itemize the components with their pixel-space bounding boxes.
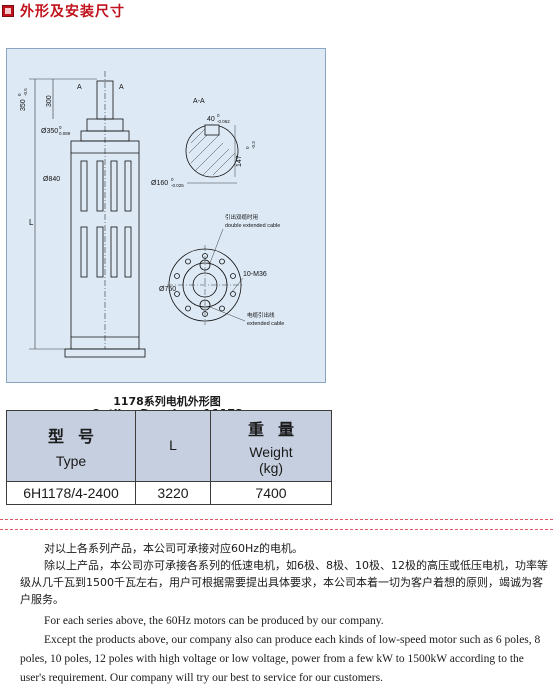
- description-en-2: Except the products above, our company a…: [20, 634, 541, 684]
- dia-160-tol-top: 0: [171, 177, 174, 182]
- dim-147-label: 147: [236, 155, 243, 167]
- leader-double-cable: [209, 228, 224, 264]
- cooling-rib: [110, 226, 118, 278]
- cooling-rib: [124, 226, 132, 278]
- cable-single-cn-label: 电缆引出线: [247, 311, 275, 319]
- leader-bolts: [230, 277, 244, 294]
- keyway: [204, 124, 220, 136]
- bolts-label: 10-M36: [243, 271, 267, 278]
- header-weight-cn: 重量: [247, 422, 308, 439]
- key-40-tol-bottom: -0.062: [217, 119, 230, 124]
- dim-147-tol-bottom: -0.3: [251, 141, 256, 149]
- key-40-label: 40: [207, 116, 215, 123]
- drawing-caption-cn: 1178系列电机外形图: [113, 395, 221, 408]
- dim-350-tol-bottom: -0.5: [23, 88, 28, 96]
- dim-350-shaft-label: 350: [20, 99, 27, 111]
- dia-160-tol-bottom: -0.025: [171, 183, 184, 188]
- section-divider: [0, 519, 553, 520]
- description-cn-2: 除以上产品，本公司亦可承接各系列的低速电机，如6极、8极、10极、12极的高压或…: [20, 559, 548, 606]
- length-l-label: L: [29, 218, 34, 227]
- header-length-label: L: [169, 437, 177, 453]
- description-en-1: For each series above, the 60Hz motors c…: [44, 615, 384, 627]
- dia-160-label: Ø160: [151, 180, 168, 187]
- outline-drawing: 350 0 -0.5 300 A A Ø350 0 0.089 Ø840 L A…: [17, 71, 284, 358]
- header-type-cn: 型号: [47, 429, 108, 446]
- dia-350-tol-top: 0: [59, 125, 62, 130]
- cell-length: 3220: [135, 481, 211, 505]
- description-cn-1: 对以上各系列产品，本公司可承接对应60Hz的电机。: [44, 542, 304, 555]
- description-cn: 对以上各系列产品，本公司可承接对应60Hz的电机。 除以上产品，本公司亦可承接各…: [20, 540, 548, 608]
- header-type: 型号 Type: [6, 410, 136, 482]
- section-title: 外形及安装尺寸: [20, 4, 125, 20]
- table-row: 6H1178/4-2400 3220 7400: [6, 481, 332, 505]
- section-a-right-label: A: [119, 84, 124, 91]
- dia-350-label: Ø350: [41, 128, 58, 135]
- table-header-row: 型号 Type L 重量 Weight (kg): [6, 410, 332, 482]
- cooling-rib: [96, 160, 104, 212]
- dim-147-tol-top: 0: [245, 146, 250, 149]
- cooling-rib: [96, 226, 104, 278]
- header-weight: 重量 Weight (kg): [210, 410, 332, 482]
- leader-single-cable: [209, 306, 246, 322]
- description-en: For each series above, the 60Hz motors c…: [20, 612, 548, 688]
- motor-base: [64, 348, 146, 358]
- dim-350-tol-top: 0: [17, 93, 22, 96]
- section-a-left-label: A: [77, 84, 82, 91]
- section-aa-label: A-A: [193, 98, 205, 105]
- dia-350-tol-bottom: 0.089: [59, 131, 71, 136]
- square-bullet-icon: [2, 5, 14, 17]
- outline-drawing-panel: 350 0 -0.5 300 A A Ø350 0 0.089 Ø840 L A…: [6, 48, 326, 420]
- key-40-tol-top: 0: [217, 113, 220, 118]
- dim-300-label: 300: [46, 95, 53, 107]
- cable-single-en-label: extended cable: [247, 321, 284, 327]
- cooling-rib: [110, 160, 118, 212]
- dia-750-label: Ø750: [159, 286, 176, 293]
- dia-840-label: Ø840: [43, 176, 60, 183]
- section-header: 外形及安装尺寸: [2, 2, 125, 20]
- cell-weight: 7400: [210, 481, 332, 505]
- header-weight-en: Weight: [249, 444, 293, 460]
- header-weight-unit: (kg): [258, 460, 284, 476]
- cooling-rib: [124, 160, 132, 212]
- cell-type: 6H1178/4-2400: [6, 481, 136, 505]
- spec-table: 型号 Type L 重量 Weight (kg) 6H1178/4-2400 3…: [6, 410, 332, 505]
- header-length: L: [135, 410, 211, 482]
- cooling-rib: [80, 160, 88, 212]
- header-type-en: Type: [55, 453, 87, 469]
- cable-double-cn-label: 引出双缆时用: [225, 213, 258, 221]
- cable-double-en-label: double extended cable: [225, 223, 280, 229]
- cooling-rib: [80, 226, 88, 278]
- section-divider: [0, 529, 553, 530]
